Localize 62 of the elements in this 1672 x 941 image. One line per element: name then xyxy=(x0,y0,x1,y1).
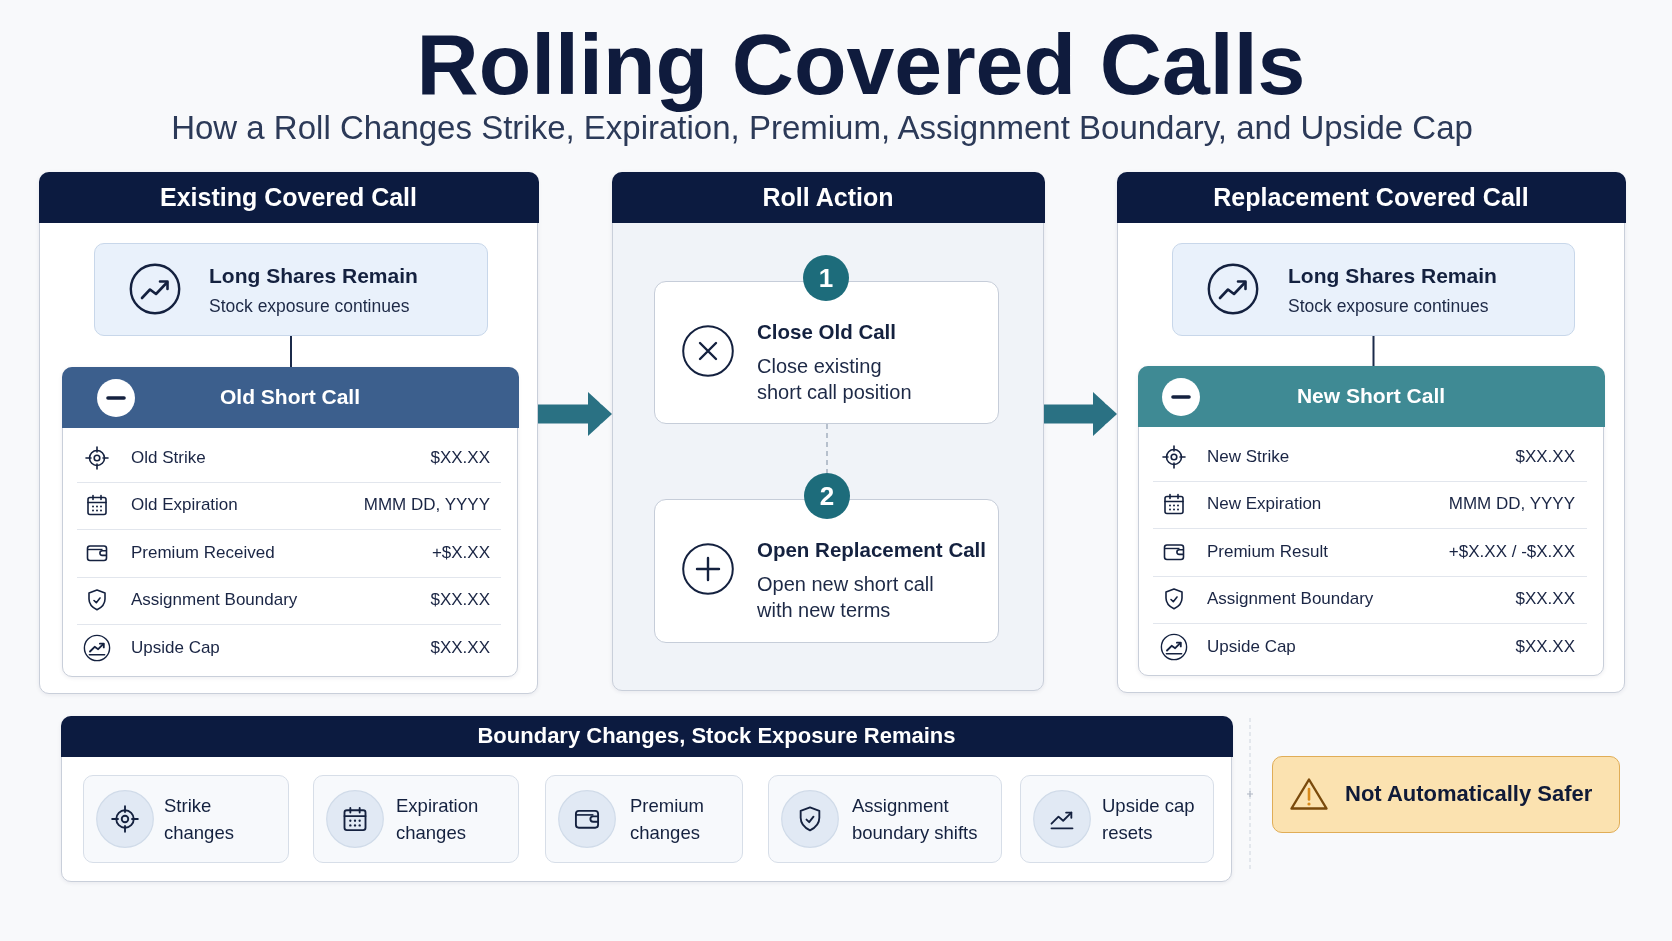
warning-text: Not Automatically Safer xyxy=(1345,781,1593,807)
panel xyxy=(612,172,1044,691)
row-label: New Strike xyxy=(1207,445,1290,468)
panel-title: Replacement Covered Call xyxy=(1213,182,1529,212)
panel xyxy=(1117,172,1625,693)
row-value: $XX.XX xyxy=(1515,588,1575,611)
step-text: Close existing short call position xyxy=(757,354,913,405)
step-number: 2 xyxy=(804,473,850,519)
warning-box xyxy=(1272,756,1620,833)
row-label: Premium Result xyxy=(1207,540,1328,563)
row-value: $XX.XX xyxy=(430,589,490,612)
card-title: Long Shares Remain xyxy=(1288,263,1497,289)
info-card xyxy=(313,775,519,863)
card-title: Long Shares Remain xyxy=(209,263,418,289)
dashed-connector xyxy=(826,423,828,474)
info-card xyxy=(94,243,488,336)
arrow xyxy=(1044,392,1117,436)
info-card xyxy=(1172,243,1575,336)
row-value: +$X.XX / -$X.XX xyxy=(1448,540,1575,563)
row-value: $XX.XX xyxy=(1515,445,1575,468)
step-number: 1 xyxy=(803,255,849,301)
connector-line xyxy=(1372,335,1375,367)
row-label: Assignment Boundary xyxy=(1207,588,1374,611)
card-title: New Short Call xyxy=(1296,383,1446,409)
connector-line xyxy=(290,335,292,368)
card-text: Stock exposure continues xyxy=(209,295,410,317)
position-card xyxy=(1138,366,1604,676)
info-card xyxy=(83,775,289,863)
card-text: Strike changes xyxy=(164,794,235,845)
card-text: Premium changes xyxy=(630,794,705,845)
row-label: Old Expiration xyxy=(131,494,238,517)
info-card xyxy=(1020,775,1214,863)
panel-title: Boundary Changes, Stock Exposure Remains xyxy=(477,722,956,750)
card-text: Stock exposure continues xyxy=(1288,295,1489,317)
panel-title: Existing Covered Call xyxy=(160,182,417,212)
row-value: +$X.XX xyxy=(431,541,490,564)
row-value: $XX.XX xyxy=(430,446,490,469)
info-card xyxy=(545,775,743,863)
panel-title: Roll Action xyxy=(762,182,894,212)
row-value: MMM DD, YYYY xyxy=(1448,493,1575,516)
position-card xyxy=(62,367,518,677)
step-title: Open Replacement Call xyxy=(757,537,986,563)
step-text: Open new short call with new terms xyxy=(757,572,935,623)
step-title: Close Old Call xyxy=(757,319,896,345)
row-label: Upside Cap xyxy=(1207,635,1296,658)
panel xyxy=(39,172,538,694)
card-title: Old Short Call xyxy=(220,384,360,410)
row-label: Assignment Boundary xyxy=(131,589,298,612)
row-label: New Expiration xyxy=(1207,493,1322,516)
panel xyxy=(61,716,1232,882)
row-value: MMM DD, YYYY xyxy=(363,494,490,517)
card-text: Assignment boundary shifts xyxy=(852,794,979,845)
arrow xyxy=(538,392,612,436)
info-card xyxy=(768,775,1002,863)
card-text: Expiration changes xyxy=(396,794,480,845)
card-text: Upside cap resets xyxy=(1102,794,1196,845)
row-label: Premium Received xyxy=(131,541,275,564)
row-value: $XX.XX xyxy=(430,636,490,659)
row-label: Old Strike xyxy=(131,446,206,469)
row-value: $XX.XX xyxy=(1515,635,1575,658)
page-title: Rolling Covered Calls xyxy=(415,15,1307,114)
row-label: Upside Cap xyxy=(131,636,220,659)
